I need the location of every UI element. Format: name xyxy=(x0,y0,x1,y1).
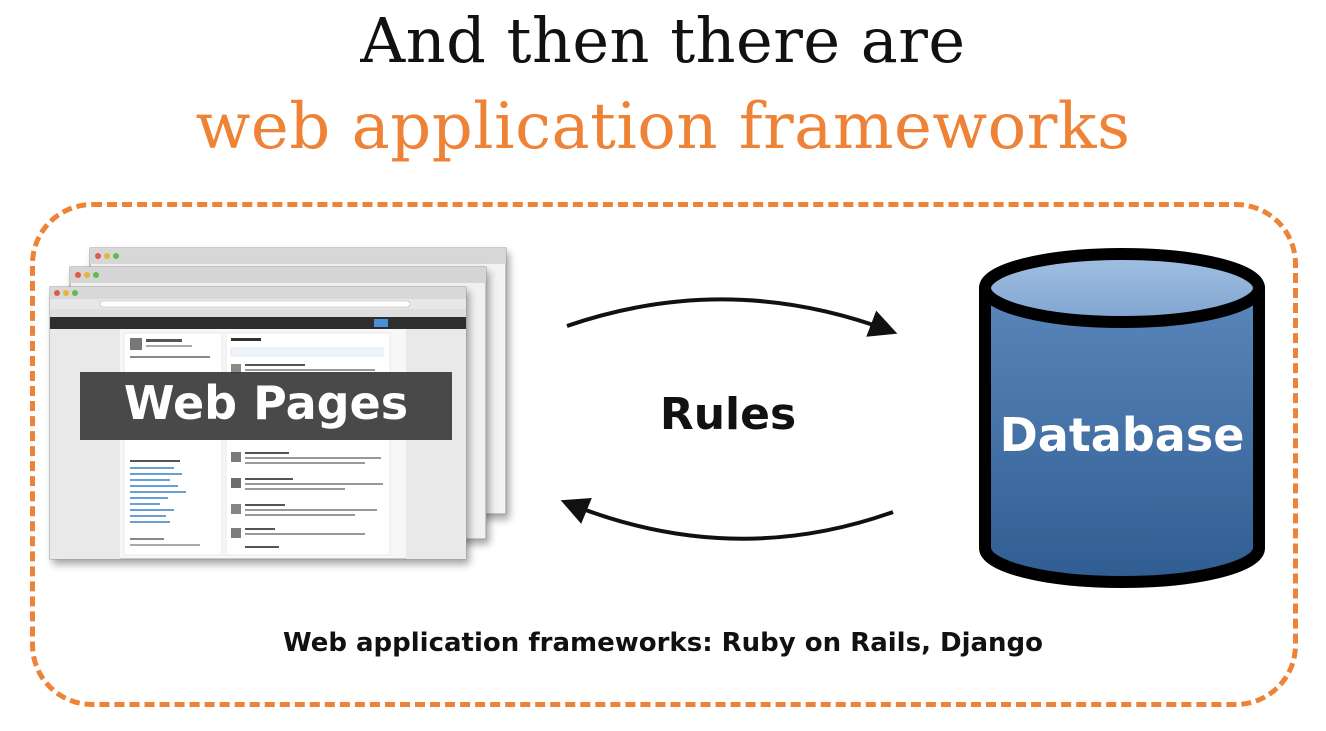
web-pages-label-band xyxy=(80,372,452,440)
arrow-to-web-pages xyxy=(560,497,894,541)
web-pages-stack: Web Pages xyxy=(49,247,507,560)
database-cylinder: Database xyxy=(979,248,1265,588)
title-line-1: And then there are xyxy=(360,4,966,77)
framework-boundary xyxy=(30,202,1298,707)
rules-label: Rules xyxy=(660,389,796,440)
title-line-2: web application frameworks xyxy=(195,90,1131,164)
arrow-to-database xyxy=(566,297,898,337)
web-pages-label: Web Pages xyxy=(124,376,408,430)
database-label: Database xyxy=(1000,408,1245,462)
frameworks-caption: Web application frameworks: Ruby on Rail… xyxy=(282,628,1044,658)
